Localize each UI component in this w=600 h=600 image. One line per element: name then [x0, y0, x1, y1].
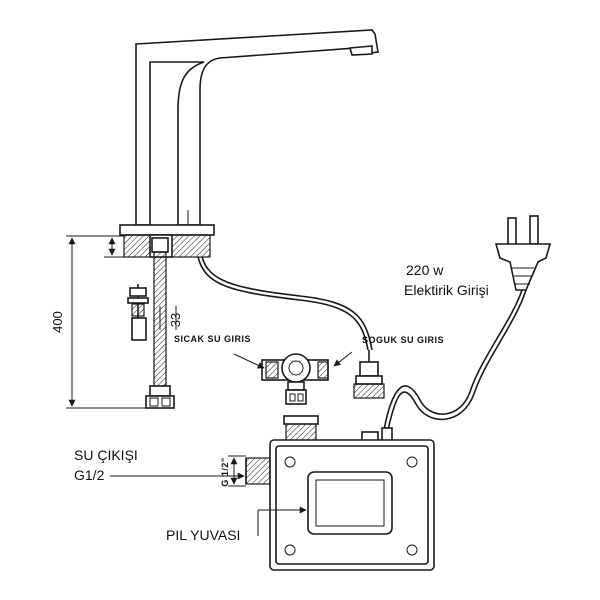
- power-plug: [494, 215, 552, 291]
- dimension-400: [66, 235, 150, 409]
- dimension-33: [159, 306, 177, 330]
- hot-inlet-label: SICAK SU GIRIS: [174, 334, 251, 344]
- power-label-line2: Elektirik Girişi: [404, 282, 489, 298]
- thread-size-label: G 1/2": [220, 457, 230, 486]
- dimension-33-label: 33: [168, 313, 183, 327]
- hot-inlet-arrow: [233, 353, 265, 369]
- battery-label: PIL YUVASI: [166, 527, 240, 543]
- thread-dimension: [228, 455, 246, 487]
- mounting-rod: [127, 284, 149, 341]
- dimension-400-label: 400: [50, 311, 65, 333]
- faucet-body: [119, 29, 379, 258]
- mixing-valve: [261, 350, 385, 405]
- control-box: [245, 415, 435, 571]
- cold-inlet-label: SOGUK SU GIRIS: [362, 335, 444, 345]
- outlet-label-line2: G1/2: [74, 467, 105, 483]
- cold-inlet-arrow: [333, 351, 353, 367]
- power-label-line1: 220 w: [406, 262, 444, 278]
- power-cable: [383, 289, 527, 431]
- sensor-cable: [197, 256, 373, 351]
- outlet-label-line1: SU ÇIKIŞI: [74, 447, 138, 463]
